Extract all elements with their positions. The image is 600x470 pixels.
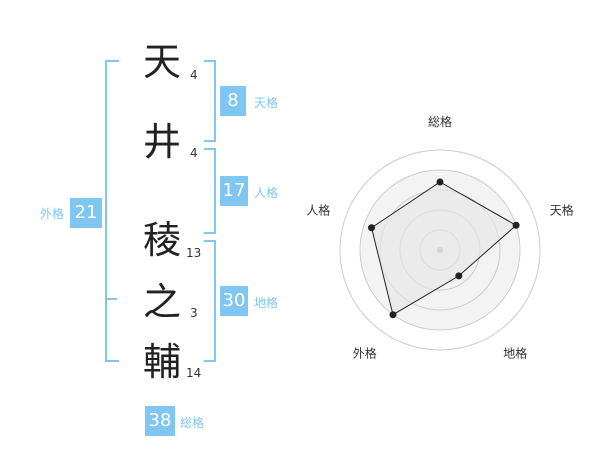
radar-ring	[359, 169, 521, 331]
radar-axis-label: 地格	[503, 346, 527, 361]
radar-point-4	[368, 224, 376, 232]
stroke-count-2: 4	[190, 146, 198, 160]
gaikaku-bracket-divider	[105, 298, 117, 300]
soukaku-label: 総格	[180, 416, 205, 430]
jinkaku-label: 人格	[254, 186, 279, 200]
radar-axis-label: 総格	[428, 114, 452, 129]
stroke-count-5: 14	[186, 366, 202, 380]
tenkaku-badge: 8	[220, 86, 246, 116]
name-char-5: 輔	[142, 340, 181, 384]
stroke-count-1: 4	[190, 68, 198, 82]
stroke-count-4: 3	[190, 306, 198, 320]
name-char-2: 井	[142, 120, 181, 164]
radar-points	[368, 178, 520, 319]
soukaku-badge: 38	[145, 406, 175, 436]
chikaku-bracket	[204, 240, 216, 362]
radar-point-3	[389, 311, 397, 319]
radar-point-0	[436, 178, 444, 186]
radar-point-2	[455, 272, 463, 280]
jinkaku-bracket	[204, 148, 216, 234]
chikaku-label: 地格	[254, 296, 279, 310]
radar-axis-label: 外格	[353, 346, 377, 361]
name-char-3: 稜	[142, 218, 181, 262]
stroke-count-3: 13	[186, 246, 202, 260]
tenkaku-bracket	[204, 60, 216, 142]
gaikaku-badge: 21	[70, 198, 102, 228]
tenkaku-label: 天格	[254, 96, 279, 110]
radar-axis-label: 天格	[550, 202, 574, 217]
jinkaku-badge: 17	[220, 176, 248, 206]
radar-area	[370, 181, 517, 316]
chikaku-badge: 30	[220, 286, 248, 316]
gaikaku-bracket	[105, 60, 119, 362]
name-char-4: 之	[142, 280, 181, 324]
radar-point-1	[512, 221, 520, 229]
radar-ring	[339, 149, 541, 351]
name-char-1: 天	[142, 40, 181, 84]
gaikaku-label: 外格	[40, 207, 65, 221]
radar-axis-label: 人格	[306, 202, 330, 217]
